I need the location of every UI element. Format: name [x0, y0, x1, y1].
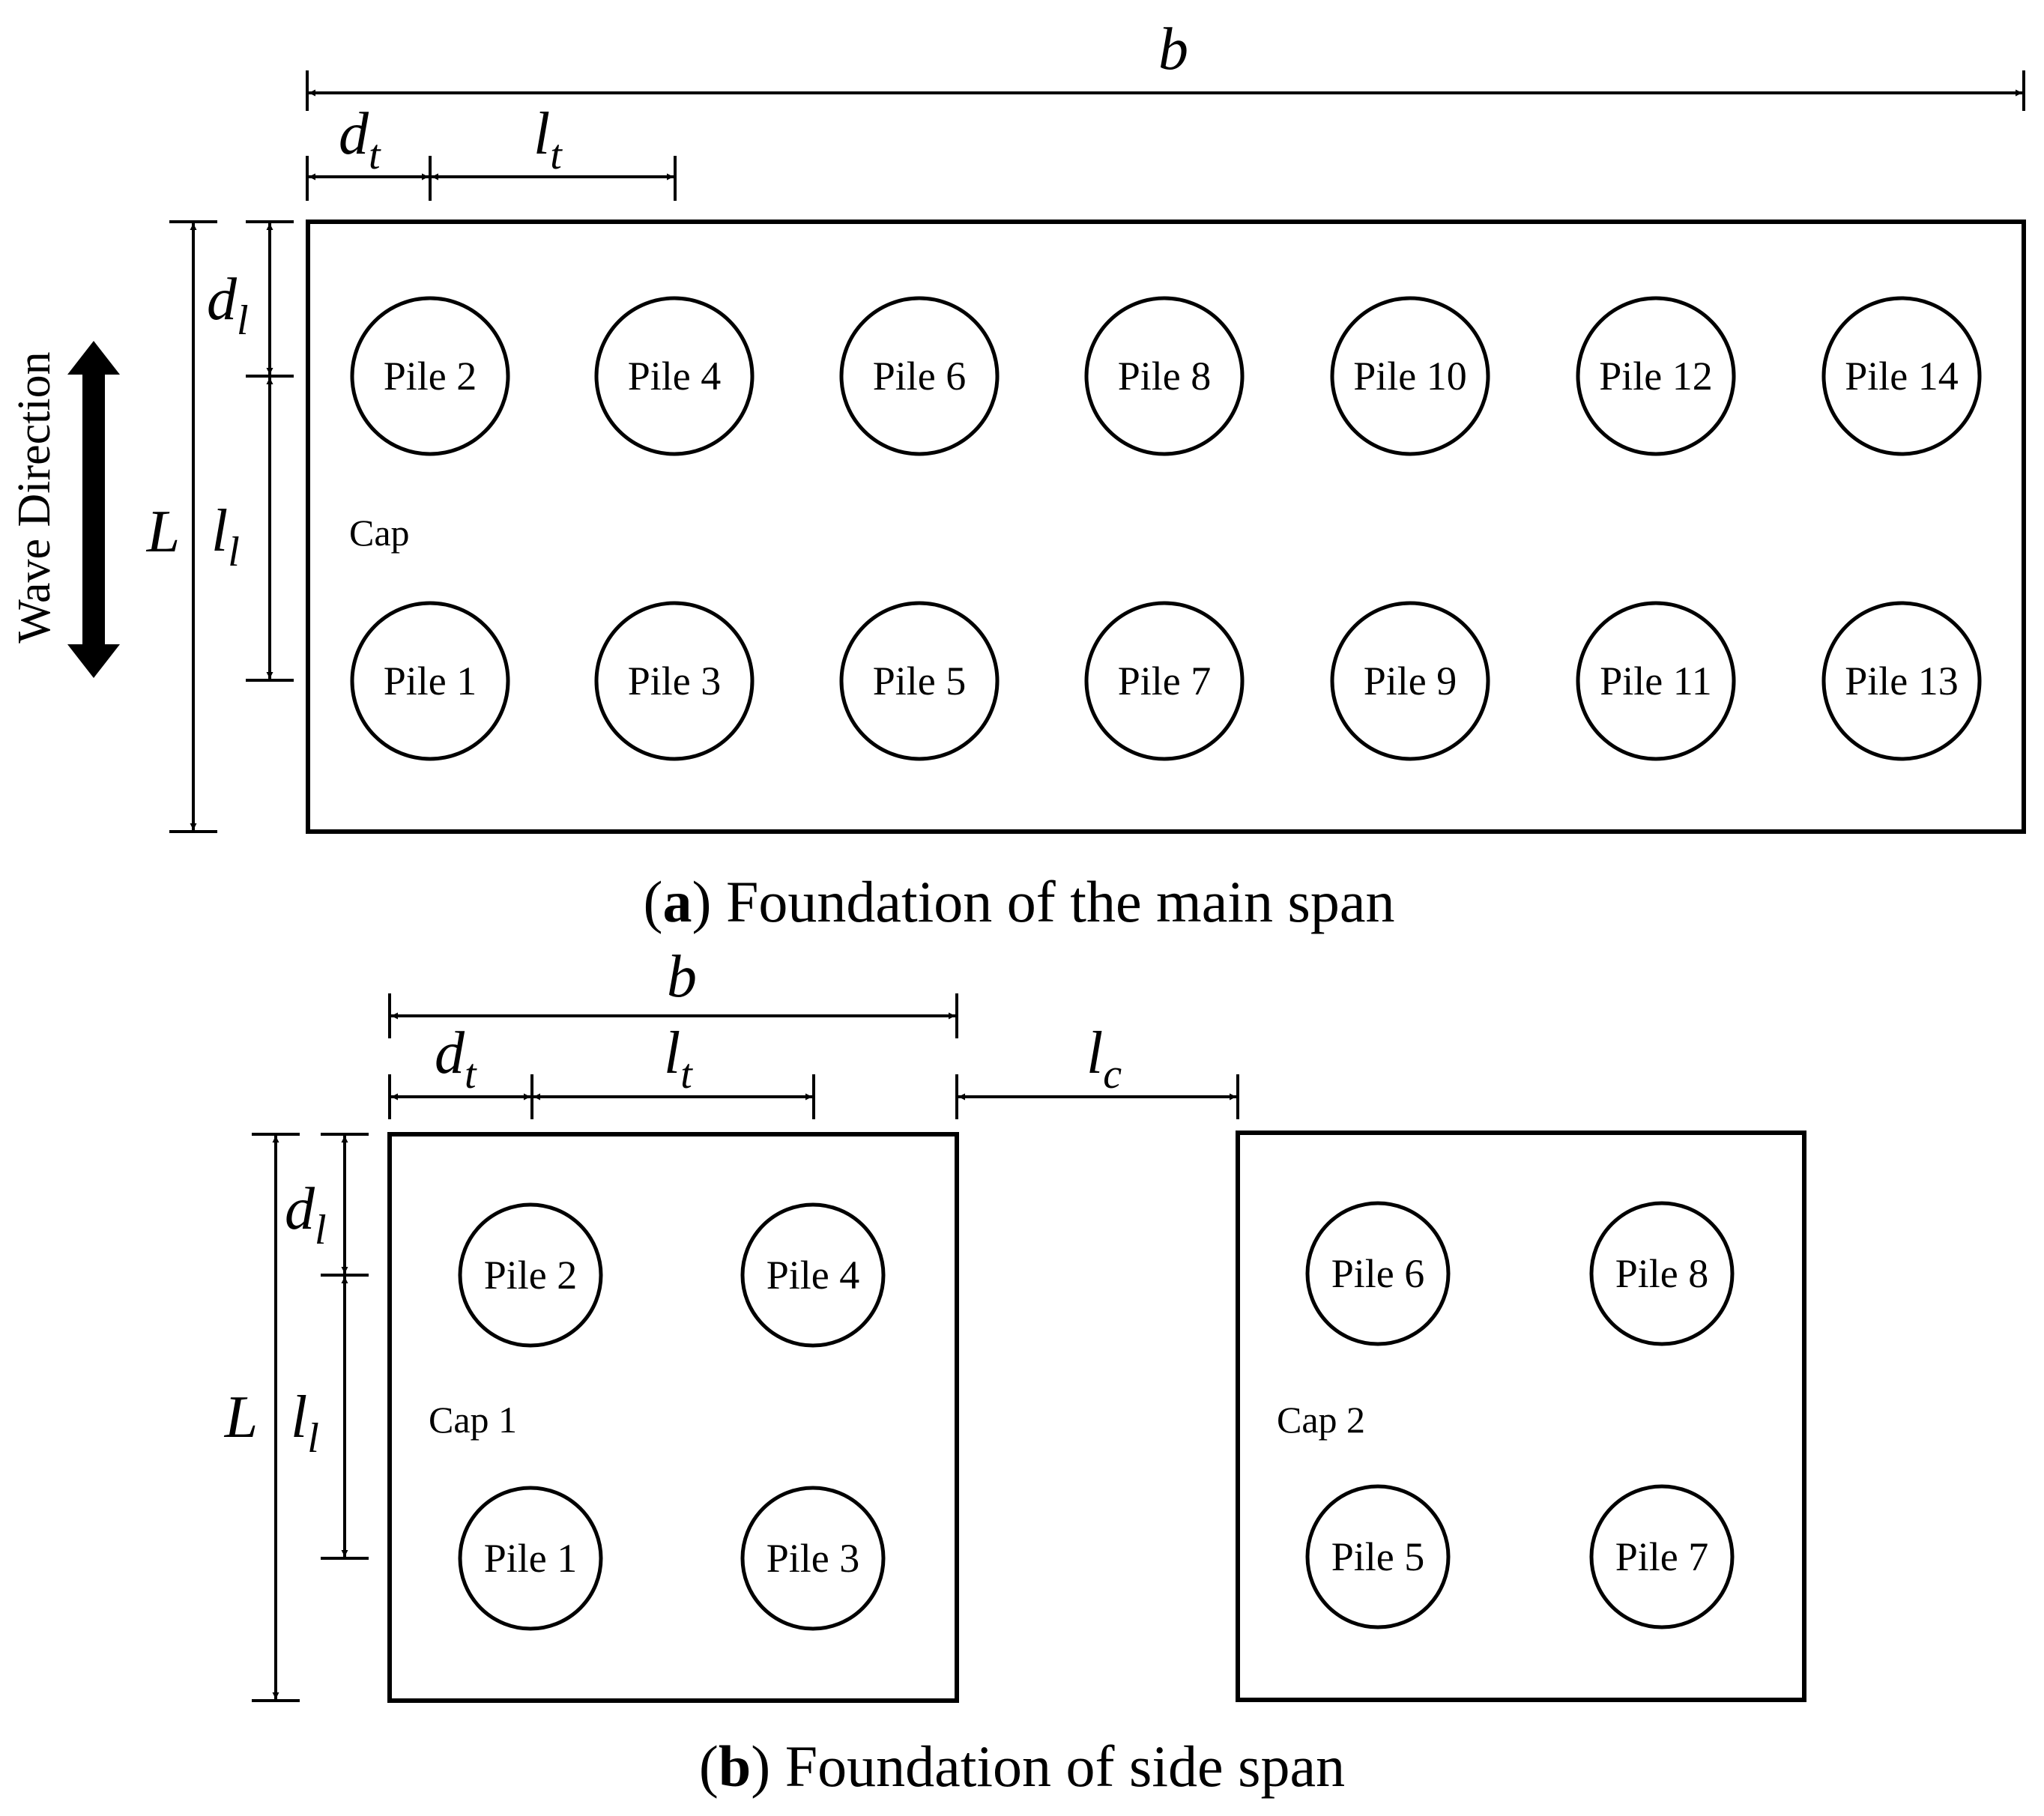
- wave-direction-label: Wave Direction: [9, 351, 60, 643]
- dim-ll-label: ll: [291, 1384, 319, 1462]
- dim-L-label: L: [224, 1384, 258, 1450]
- cap-2-piles: Pile 6 Pile 8 Pile 5 Pile 7: [1305, 1201, 1735, 1629]
- dim-dt-label: dt: [435, 1020, 477, 1098]
- pile-circle: [1821, 296, 1982, 456]
- pile-circle: [594, 296, 755, 456]
- dim-lt-label: lt: [533, 101, 563, 178]
- cap-main-span: [306, 220, 2026, 834]
- pile-circle: [1589, 1201, 1735, 1346]
- pile-label: Pile 5: [873, 659, 967, 703]
- cap-label: Cap: [349, 512, 410, 554]
- pile-circle: [458, 1486, 603, 1631]
- dim-dt-label: dt: [339, 101, 381, 178]
- pile-circle: [1330, 296, 1490, 456]
- dim-dl-label: dl: [285, 1176, 327, 1253]
- pile-circle: [1305, 1484, 1451, 1629]
- pile-circle: [1589, 1484, 1735, 1629]
- pile-label: Pile 10: [1353, 354, 1467, 399]
- cap-2: [1236, 1131, 1806, 1702]
- pile-label: Pile 3: [628, 659, 722, 703]
- pile-circle: [1084, 296, 1245, 456]
- dim-ll-label: ll: [211, 498, 240, 575]
- pile-label: Pile 7: [1118, 659, 1212, 703]
- pile-circle: [458, 1202, 603, 1348]
- panel-b: b dt lt lc L dl ll Cap 1 Pile 2 Pile: [224, 944, 1806, 1799]
- pile-circle: [350, 296, 510, 456]
- pile-label: Pile 13: [1845, 659, 1959, 703]
- pile-label: Pile 1: [484, 1536, 578, 1581]
- pile-row-bottom: Pile 1 Pile 3 Pile 5 Pile 7 Pile 9 Pile …: [350, 601, 1982, 761]
- cap-1: [387, 1132, 959, 1703]
- pile-label: Pile 7: [1615, 1534, 1709, 1579]
- dim-lt-label: lt: [664, 1020, 693, 1098]
- pile-label: Pile 6: [1331, 1251, 1425, 1296]
- pile-label: Pile 3: [766, 1536, 860, 1581]
- dim-lc-label: lc: [1086, 1020, 1122, 1098]
- pile-label: Pile 4: [766, 1253, 860, 1298]
- pile-circle: [1821, 601, 1982, 761]
- pile-label: Pile 14: [1845, 354, 1959, 399]
- dim-b-label: b: [1158, 16, 1188, 82]
- caption-b: (b) Foundation of side span: [699, 1734, 1345, 1799]
- pile-circle: [839, 601, 1000, 761]
- pile-circle: [839, 296, 1000, 456]
- cap-1-piles: Pile 2 Pile 4 Pile 1 Pile 3: [458, 1202, 886, 1631]
- pile-circle: [1330, 601, 1490, 761]
- pile-label: Pile 8: [1615, 1251, 1709, 1296]
- pile-label: Pile 11: [1600, 659, 1712, 703]
- pile-circle: [740, 1486, 886, 1631]
- pile-label: Pile 8: [1118, 354, 1212, 399]
- pile-circle: [594, 601, 755, 761]
- pile-circle: [1305, 1201, 1451, 1346]
- panel-a: Wave Direction b dt lt L dl ll Cap Pil: [9, 16, 2026, 934]
- pile-label: Pile 1: [384, 659, 477, 703]
- pile-label: Pile 12: [1599, 354, 1713, 399]
- caption-a: (a) Foundation of the main span: [643, 869, 1394, 934]
- pile-circle: [1576, 296, 1736, 456]
- pile-circle: [1084, 601, 1245, 761]
- pile-label: Pile 6: [873, 354, 967, 399]
- pile-circle: [350, 601, 510, 761]
- pile-circle: [740, 1202, 886, 1348]
- dim-L-label: L: [146, 499, 181, 565]
- pile-label: Pile 9: [1364, 659, 1457, 703]
- pile-label: Pile 4: [628, 354, 722, 399]
- pile-row-top: Pile 2 Pile 4 Pile 6 Pile 8 Pile 10 Pile…: [350, 296, 1982, 456]
- pile-circle: [1576, 601, 1736, 761]
- dim-dl-label: dl: [207, 267, 249, 344]
- dim-b-label: b: [667, 944, 697, 1010]
- cap-1-label: Cap 1: [429, 1399, 517, 1441]
- pile-label: Pile 2: [384, 354, 477, 399]
- pile-label: Pile 2: [484, 1253, 578, 1298]
- cap-2-label: Cap 2: [1277, 1399, 1365, 1441]
- pile-label: Pile 5: [1331, 1534, 1425, 1579]
- wave-direction-arrow: [67, 341, 120, 678]
